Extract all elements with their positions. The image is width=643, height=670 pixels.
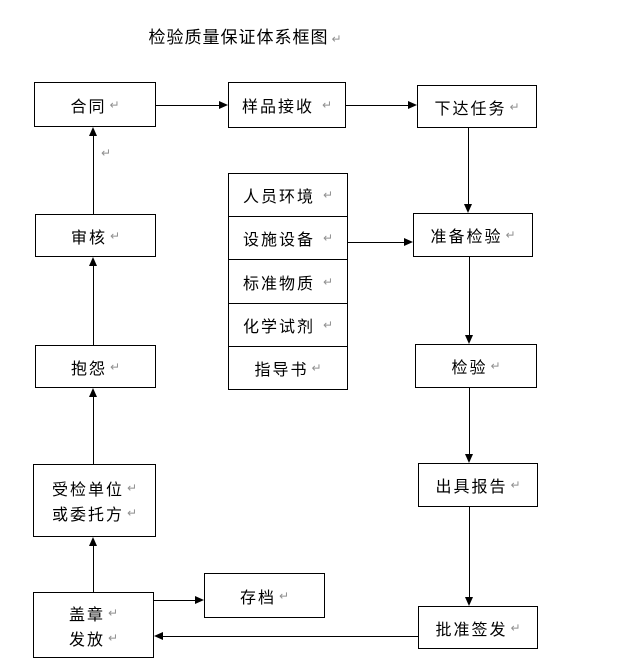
node-approve-sign: 批准签发↵ [418, 606, 538, 649]
node-issue-report-label: 出具报告 [435, 479, 508, 496]
node-review: 审核↵ [35, 214, 156, 257]
connector-inspection-report [469, 388, 470, 454]
resource-row-label: 人员环境 [242, 189, 315, 207]
paragraph-mark-icon: ↵ [321, 98, 333, 112]
resource-row-facilities-equipment: 设施设备 ↵ [229, 217, 347, 261]
node-review-label: 审核 [70, 229, 107, 247]
arrowhead-approve-stamp-icon [154, 632, 163, 640]
arrowhead-complaint-review-icon [89, 257, 97, 266]
paragraph-mark-icon: ↵ [311, 360, 322, 375]
diagram-title-text: 检验质量保证体系框图 [148, 28, 329, 47]
arrowhead-resources-prepare-icon [404, 238, 413, 246]
paragraph-mark-icon: ↵ [509, 99, 520, 114]
resources-stack: 人员环境↵ 设施设备↵ 标准物质↵ 化学试剂↵ 指导书↵ [228, 173, 348, 390]
node-inspection-label: 检验 [451, 360, 488, 377]
arrowhead-client-complaint-icon [89, 388, 97, 397]
paragraph-mark-icon: ↵ [322, 274, 334, 289]
connector-report-approve [469, 507, 470, 597]
resource-row-standard-materials: 标准物质 ↵ [229, 260, 347, 304]
paragraph-mark-icon: ↵ [107, 630, 119, 645]
node-stamp-issue-line1: 盖章↵ [69, 600, 118, 625]
node-assign-task-label: 下达任务 [434, 100, 507, 118]
node-contract: 合同↵ [34, 82, 156, 127]
resource-row-chemical-reagents: 化学试剂 ↵ [229, 304, 347, 347]
node-sample-receiving: 样品接收 ↵ [228, 82, 346, 128]
resource-row-label: 标准物质 [242, 275, 315, 293]
node-client-line2-label: 或委托方 [51, 507, 124, 524]
paragraph-mark-icon: ↵ [322, 231, 334, 246]
node-complaint: 抱怨↵ [35, 345, 156, 388]
connector-stamp-client [93, 546, 94, 592]
node-client-line1: 受检单位↵ [52, 476, 137, 501]
node-contract-label: 合同 [70, 98, 107, 116]
node-client-line2: 或委托方↵ [52, 501, 137, 526]
node-client-line1-label: 受检单位 [51, 482, 124, 499]
node-prepare-inspection-label: 准备检验 [430, 229, 503, 246]
node-complaint-label: 抱怨 [70, 360, 107, 378]
node-archive: 存档↵ [204, 573, 325, 618]
resource-row-label: 指导书 [254, 361, 309, 379]
paragraph-mark-icon: ↵ [101, 146, 112, 160]
resource-row-label: 设施设备 [242, 232, 315, 250]
arrowhead-stamp-archive-icon [195, 596, 204, 604]
paragraph-mark-icon: ↵ [126, 506, 138, 520]
connector-task-prepare [468, 128, 469, 204]
diagram-title: 检验质量保证体系框图↵ [0, 23, 490, 48]
connector-resources-prepare [348, 242, 404, 243]
arrowhead-sample-task-icon [408, 101, 417, 109]
node-stamp-issue: 盖章↵ 发放↵ [33, 592, 154, 658]
paragraph-mark-icon: ↵ [322, 317, 334, 332]
arrowhead-contract-sample-icon [219, 101, 228, 109]
paragraph-mark-icon: ↵ [510, 478, 521, 492]
paragraph-mark-icon: ↵ [109, 97, 120, 112]
node-stamp-issue-line1-label: 盖章 [68, 606, 105, 624]
arrowhead-review-contract-icon [89, 127, 97, 136]
connector-client-complaint [93, 397, 94, 464]
node-sample-receiving-label: 样品接收 [241, 99, 314, 116]
connector-review-contract [93, 136, 94, 214]
resource-row-personnel-environment: 人员环境 ↵ [229, 174, 347, 218]
node-client: 受检单位↵ 或委托方↵ [33, 464, 156, 537]
connector-contract-sample [156, 105, 219, 106]
node-stamp-issue-line2: 发放↵ [69, 625, 118, 650]
node-assign-task: 下达任务↵ [417, 85, 537, 128]
connector-prepare-inspection [469, 257, 470, 335]
node-approve-sign-label: 批准签发 [435, 621, 508, 639]
node-prepare-inspection: 准备检验↵ [413, 213, 533, 257]
paragraph-mark-icon: ↵ [505, 228, 516, 242]
resource-row-instructions: 指导书↵ [229, 347, 347, 389]
arrowhead-stamp-client-icon [89, 537, 97, 546]
arrowhead-inspection-report-icon [465, 454, 473, 463]
paragraph-mark-icon: ↵ [322, 188, 334, 203]
paragraph-mark-icon: ↵ [107, 605, 119, 620]
connector-approve-stamp [163, 636, 418, 637]
paragraph-mark-icon: ↵ [109, 228, 121, 243]
paragraph-mark-icon: ↵ [331, 32, 342, 46]
paragraph-mark-icon: ↵ [490, 359, 501, 373]
arrowhead-prepare-inspection-icon [465, 335, 473, 344]
connector-sample-task [346, 105, 408, 106]
node-issue-report: 出具报告↵ [418, 463, 538, 507]
arrowhead-task-prepare-icon [464, 204, 472, 213]
node-archive-label: 存档 [239, 589, 276, 607]
arrowhead-report-approve-icon [465, 597, 473, 606]
resource-row-label: 化学试剂 [242, 318, 315, 336]
paragraph-mark-icon: ↵ [126, 481, 138, 495]
connector-stamp-archive [154, 600, 195, 601]
paragraph-mark-icon: ↵ [510, 620, 521, 635]
paragraph-mark-icon: ↵ [278, 588, 290, 603]
paragraph-mark-icon: ↵ [109, 359, 121, 374]
node-inspection: 检验↵ [415, 344, 537, 388]
connector-complaint-review [93, 266, 94, 345]
node-stamp-issue-line2-label: 发放 [68, 631, 105, 649]
